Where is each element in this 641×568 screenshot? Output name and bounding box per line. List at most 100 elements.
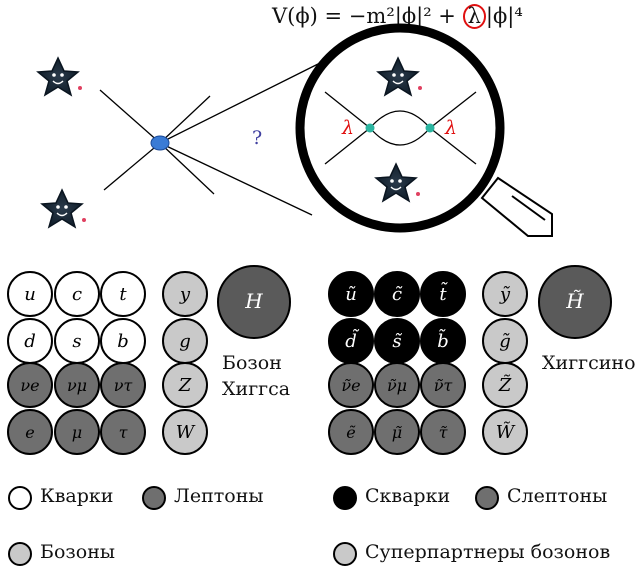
star-creature-icon [374,162,420,203]
question-mark: ? [252,127,262,149]
lepton-particle-label: νe [20,376,39,395]
slepton-particle: ν̃τ [420,362,466,408]
boson-particle: Z [162,362,208,408]
lambda-label-left: λ [341,117,354,139]
boson-particle-label: W [176,422,196,443]
gaugino-particle: W̃ [482,409,528,455]
quark-particle-label: d [24,331,36,352]
legend-squarks-label: Скварки [365,485,451,507]
star-creature-icon [36,56,82,97]
formula-lhs: V(ϕ) = −m²|ϕ|² + [272,4,463,28]
gaugino-particle-label: Z̃ [498,374,512,396]
formula-rhs: |ϕ|⁴ [485,4,523,28]
squark-particle-label: b̃ [437,329,449,352]
quark-particle: u [7,271,53,317]
quark-particle: c [54,271,100,317]
quark-particle: d [7,318,53,364]
legend-slepton-swatch [475,486,499,510]
quark-particle-label: c [72,284,82,305]
legend-sleptons-label: Слептоны [507,485,608,507]
squark-particle-label: t̃ [439,282,448,305]
higgsino-particle: H̃ [538,265,612,339]
lepton-particle: τ [100,409,146,455]
squark-particle: t̃ [420,271,466,317]
slepton-particle-label: μ̃ [392,423,402,442]
gaugino-particle-label: g̃ [499,331,511,352]
gaugino-particle: Z̃ [482,362,528,408]
squark-particle-label: c̃ [392,284,403,305]
squark-particle-label: ũ [345,284,357,305]
squark-particle: d̃ [328,318,374,364]
quark-particle-label: u [24,284,36,305]
quark-particle-label: t [119,284,127,305]
slepton-particle-label: ν̃τ [434,376,454,395]
slepton-particle: ν̃μ [374,362,420,408]
slepton-particle: ẽ [328,409,374,455]
gaugino-particle: ỹ [482,271,528,317]
quark-particle-label: s [72,331,81,352]
gaugino-particle: g̃ [482,318,528,364]
lepton-particle: ντ [100,362,146,408]
lepton-particle-label: μ [72,423,82,442]
legend-superpartners-label: Суперпартнеры бозонов [365,541,611,563]
lepton-particle-label: νμ [67,376,87,395]
slepton-particle: ν̃e [328,362,374,408]
loop-vertex-left [365,123,375,133]
potential-formula: V(ϕ) = −m²|ϕ|² + λ|ϕ|⁴ [272,4,523,29]
lepton-particle: e [7,409,53,455]
squark-particle: ũ [328,271,374,317]
higgs-label-line1: Бозон [222,352,282,374]
vertex-dot [150,135,170,151]
lepton-particle: νμ [54,362,100,408]
circled-lambda: λ [462,4,486,29]
lepton-particle: μ [54,409,100,455]
legend-squark-swatch [333,486,357,510]
boson-particle-label: y [179,284,191,305]
lepton-particle-label: ντ [114,376,134,395]
gaugino-particle-label: ỹ [499,284,511,305]
higgs-particle: H [217,265,291,339]
quark-particle-label: b [117,331,129,352]
squark-particle: s̃ [374,318,420,364]
lepton-particle: νe [7,362,53,408]
slepton-particle-label: ν̃μ [387,376,407,395]
interaction-vertex [99,57,331,216]
higgs-particle-label: H [244,289,263,313]
lepton-particle-label: τ [119,423,129,442]
squark-particle: b̃ [420,318,466,364]
magnifier-icon: λ λ [295,23,505,233]
star-creature-icon [376,56,422,97]
quark-particle: t [100,271,146,317]
boson-particle: g [162,318,208,364]
squark-particle: c̃ [374,271,420,317]
legend-bosons-label: Бозоны [40,541,115,563]
gaugino-particle-label: W̃ [496,421,516,443]
lambda-label-right: λ [444,117,457,139]
legend-lepton-swatch [142,486,166,510]
squark-particle-label: d̃ [345,329,360,352]
squark-particle-label: s̃ [392,331,402,352]
boson-particle: W [162,409,208,455]
legend-quark-swatch [8,486,32,510]
higgs-label-line2: Хиггса [222,378,291,400]
lepton-particle-label: e [25,423,34,442]
boson-particle-label: g [179,331,191,352]
legend-boson-swatch [8,542,32,566]
legend-quarks-label: Кварки [40,485,114,507]
quark-particle: s [54,318,100,364]
quark-particle: b [100,318,146,364]
higgsino-label: Хиггсино [542,352,636,374]
legend-leptons-label: Лептоны [174,485,264,507]
loop-vertex-right [425,123,435,133]
slepton-particle-label: τ̃ [439,423,449,442]
star-creature-icon [40,188,86,229]
boson-particle-label: Z [178,375,192,396]
higgsino-particle-label: H̃ [565,289,584,313]
legend-superpartner-swatch [333,542,357,566]
boson-particle: y [162,271,208,317]
slepton-particle-label: ν̃e [341,376,360,395]
magnifier-handle [480,176,553,237]
slepton-particle: μ̃ [374,409,420,455]
